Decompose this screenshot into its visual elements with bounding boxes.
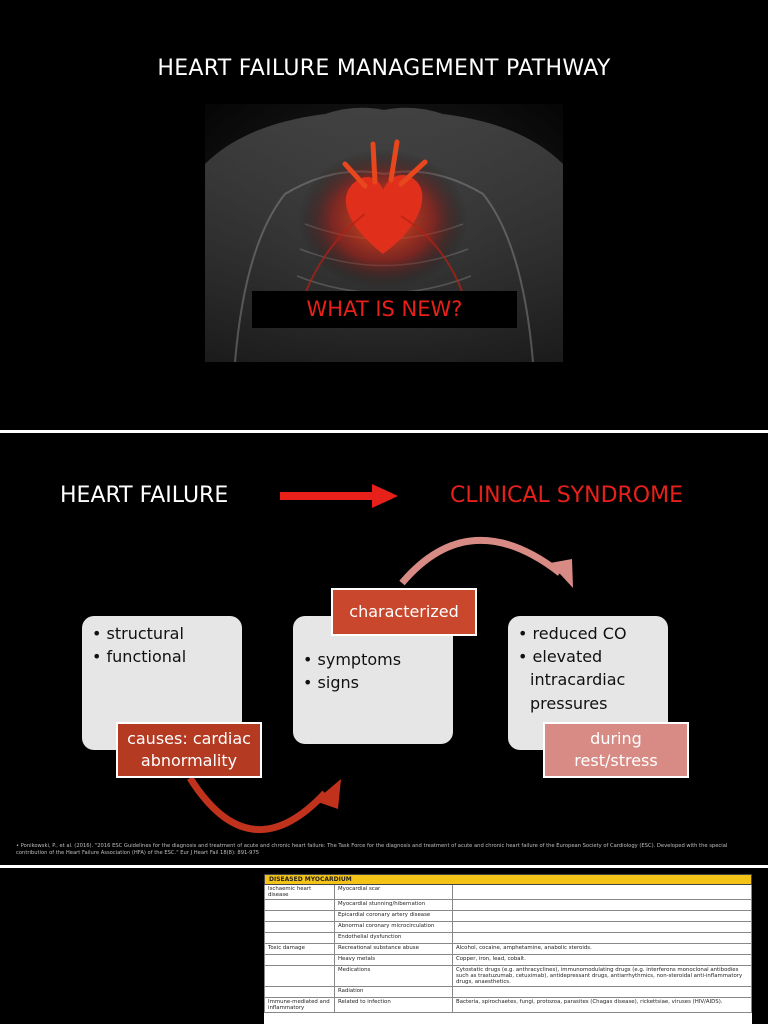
table-cell (264, 965, 335, 987)
table-cell (264, 921, 335, 933)
table-cell: Epicardial coronary artery disease (334, 910, 453, 922)
tag-line: rest/stress (574, 751, 658, 770)
table-cell: Abnormal coronary microcirculation (334, 921, 453, 933)
table-cell (264, 932, 335, 944)
table-row: Radiation (264, 986, 752, 998)
table-cell: Related to infection (334, 997, 453, 1013)
table-cell: Ischaemic heart disease (264, 884, 335, 900)
characterized-tag: characterized (331, 588, 477, 636)
slide-title-heading: HEART FAILURE MANAGEMENT PATHWAY (157, 56, 611, 81)
curved-arrow-top-head (550, 559, 573, 588)
table-cell: Recreational substance abuse (334, 943, 453, 955)
table-cell: Immune-mediated and inflammatory (264, 997, 335, 1013)
curved-arrow-bottom-head (315, 779, 341, 809)
slide-definition: HEART FAILURE CLINICAL SYNDROME structur… (0, 433, 768, 865)
table-cell: Cytostatic drugs (e.g. anthracyclines), … (452, 965, 752, 987)
table-cell (264, 899, 335, 911)
right-arrow-head (372, 484, 398, 508)
table-cell: Radiation (334, 986, 453, 998)
table-row: Epicardial coronary artery disease (264, 910, 752, 922)
reference-citation: • Ponikowski, P., et al. (2016). "2016 E… (16, 843, 728, 857)
table-cell (452, 910, 752, 922)
table-cell (264, 910, 335, 922)
clinical-syndrome-heading: CLINICAL SYNDROME (450, 483, 683, 508)
tag-line: during (590, 729, 642, 749)
table-cell (452, 899, 752, 911)
table-cell: Copper, iron, lead, cobalt. (452, 954, 752, 966)
card-item: functional (92, 645, 232, 668)
tag-line: abnormality (140, 751, 238, 770)
table-cell (452, 921, 752, 933)
table-cell (452, 932, 752, 944)
table-cell: Myocardial scar (334, 884, 453, 900)
curved-arrow-bottom (187, 776, 328, 833)
right-arrow-shaft (280, 492, 375, 500)
flow-arrows (187, 484, 573, 833)
card-item: reduced CO (518, 622, 658, 645)
card-item: signs (303, 671, 443, 694)
slide-title: HEART FAILURE MANAGEMENT PATHWAY (0, 0, 768, 430)
table-cell: Medications (334, 965, 453, 987)
reference-text: Ponikowski, P., et al. (2016). "2016 ESC… (16, 843, 728, 857)
card-item: elevated intracardiac pressures (518, 645, 658, 715)
slide-aetiology-table: DISEASED MYOCARDIUM Ischaemic heart dise… (0, 868, 768, 1024)
card-item: structural (92, 622, 232, 645)
table-row: Myocardial stunning/hibernation (264, 899, 752, 911)
table-header: DISEASED MYOCARDIUM (264, 874, 752, 885)
curved-arrow-top (399, 536, 563, 586)
table-cell: Myocardial stunning/hibernation (334, 899, 453, 911)
what-is-new-banner: WHAT IS NEW? (252, 291, 517, 328)
table-cell: Alcohol, cocaine, amphetamine, anabolic … (452, 943, 752, 955)
table-cell (264, 986, 335, 998)
aetiology-table: DISEASED MYOCARDIUM Ischaemic heart dise… (264, 874, 752, 1024)
table-row: Abnormal coronary microcirculation (264, 921, 752, 933)
table-row: Endothelial dysfunction (264, 932, 752, 944)
causes-tag: causes: cardiac abnormality (116, 722, 262, 778)
table-cell (452, 986, 752, 998)
table-cell: Toxic damage (264, 943, 335, 955)
table-cell (264, 954, 335, 966)
table-cell: Heavy metals (334, 954, 453, 966)
card-symptoms: symptoms signs (293, 616, 453, 744)
card-item: symptoms (303, 648, 443, 671)
table-cell: Bacteria, spirochaetes, fungi, protozoa,… (452, 997, 752, 1013)
heart-failure-heading: HEART FAILURE (60, 483, 229, 508)
table-cell: Endothelial dysfunction (334, 932, 453, 944)
table-cell (452, 884, 752, 900)
tag-line: causes: cardiac (127, 729, 251, 749)
during-tag: during rest/stress (543, 722, 689, 778)
